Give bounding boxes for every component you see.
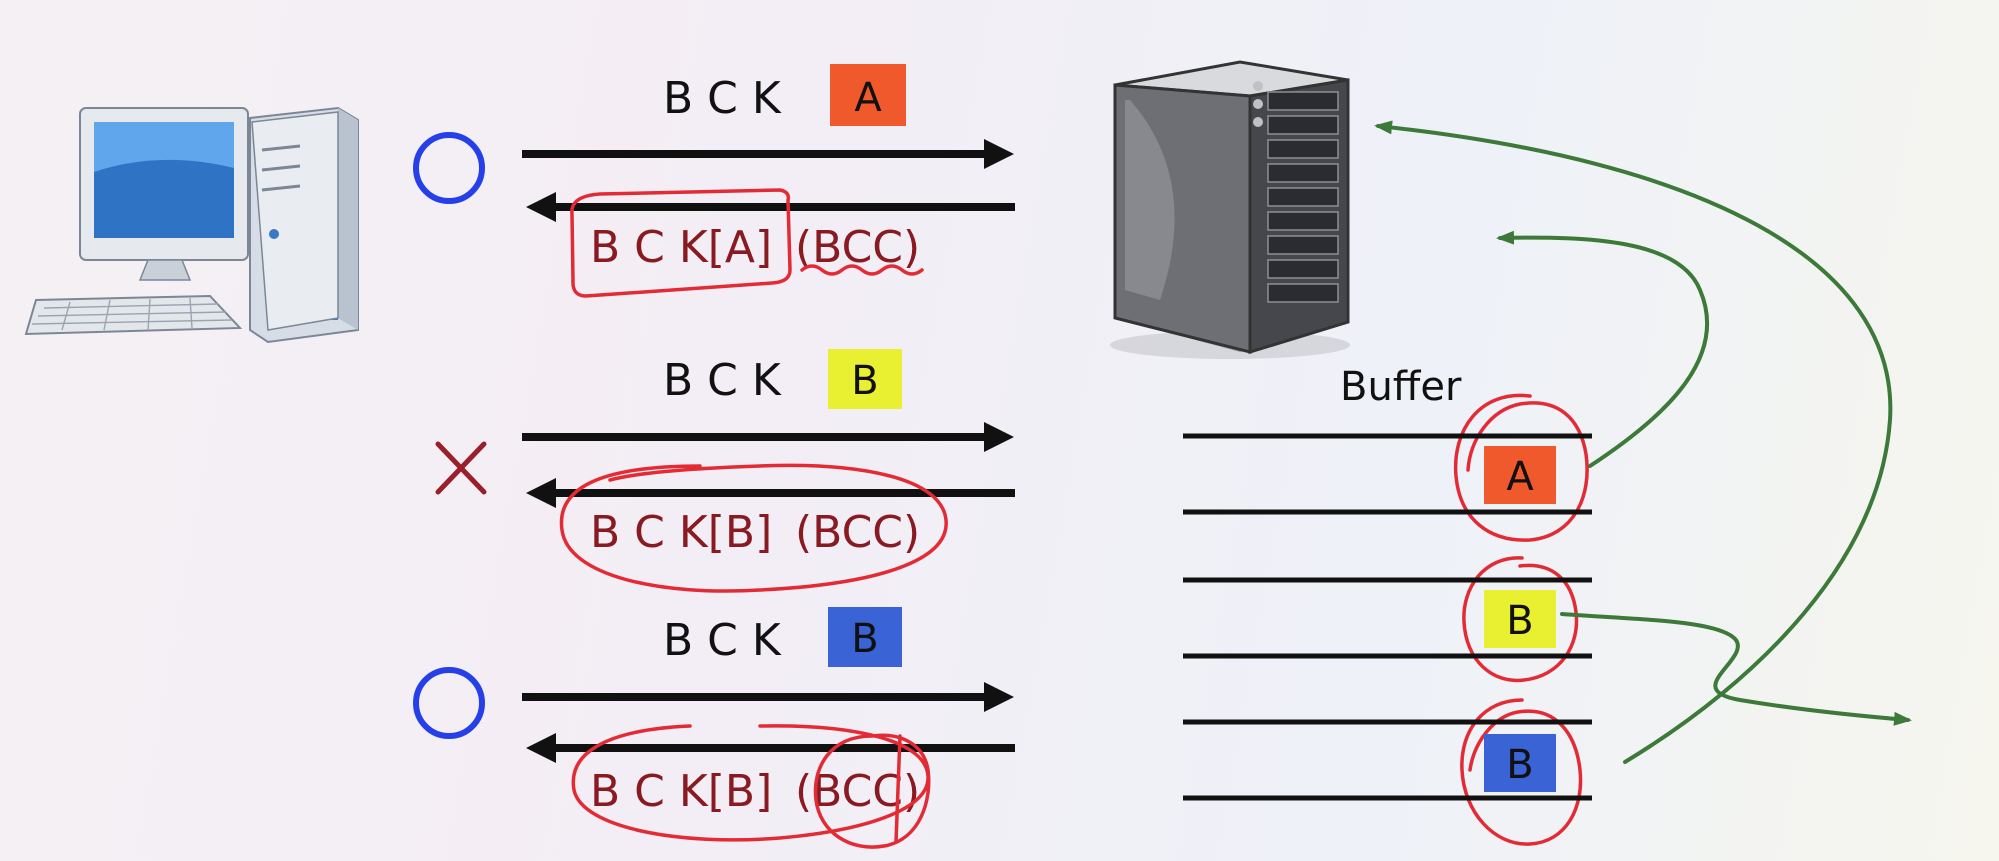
request-tag-row2: B bbox=[851, 358, 878, 404]
buffer-slot-b-blue bbox=[1484, 734, 1556, 792]
buffer-tag-b-yellow: B bbox=[1506, 598, 1533, 644]
status-circle-row3 bbox=[413, 667, 485, 739]
request-tag-row1: A bbox=[854, 75, 882, 121]
desktop-computer-icon bbox=[24, 106, 359, 344]
flow-arrow-a-to-server bbox=[1496, 230, 1709, 468]
request-label-row2: B C K bbox=[663, 355, 782, 406]
buffer-slot-a bbox=[1484, 446, 1556, 504]
flow-arrow-b-blue-to-server bbox=[1374, 120, 1893, 764]
server-tower-icon bbox=[1110, 60, 1350, 359]
status-cross-row2 bbox=[435, 441, 487, 495]
request-label-row3: B C K bbox=[663, 615, 782, 666]
buffer-label: Buffer bbox=[1340, 364, 1462, 410]
buffer-tag-b-blue: B bbox=[1506, 742, 1533, 788]
response-suffix-row2: (BCC) bbox=[795, 507, 920, 558]
buffer-slot-b-yellow bbox=[1484, 590, 1556, 648]
status-circle-row1 bbox=[413, 132, 485, 204]
buffer-tag-a: A bbox=[1506, 454, 1534, 500]
request-tag-box-row1 bbox=[830, 64, 906, 126]
response-label-row1: B C K[A] bbox=[590, 222, 772, 273]
request-tag-row3: B bbox=[851, 616, 878, 662]
flow-arrow-b-yellow-out bbox=[1560, 612, 1912, 726]
response-suffix-row1: (BCC) bbox=[795, 222, 920, 273]
red-annotations bbox=[559, 188, 1589, 849]
response-label-row3: B C K[B] bbox=[590, 766, 772, 817]
buffer-lines bbox=[1183, 433, 1592, 801]
request-tag-box-row3 bbox=[828, 607, 902, 667]
response-label-row2: B C K[B] bbox=[590, 507, 772, 558]
request-tag-box-row2 bbox=[828, 349, 902, 409]
request-label-row1: B C K bbox=[663, 73, 782, 124]
